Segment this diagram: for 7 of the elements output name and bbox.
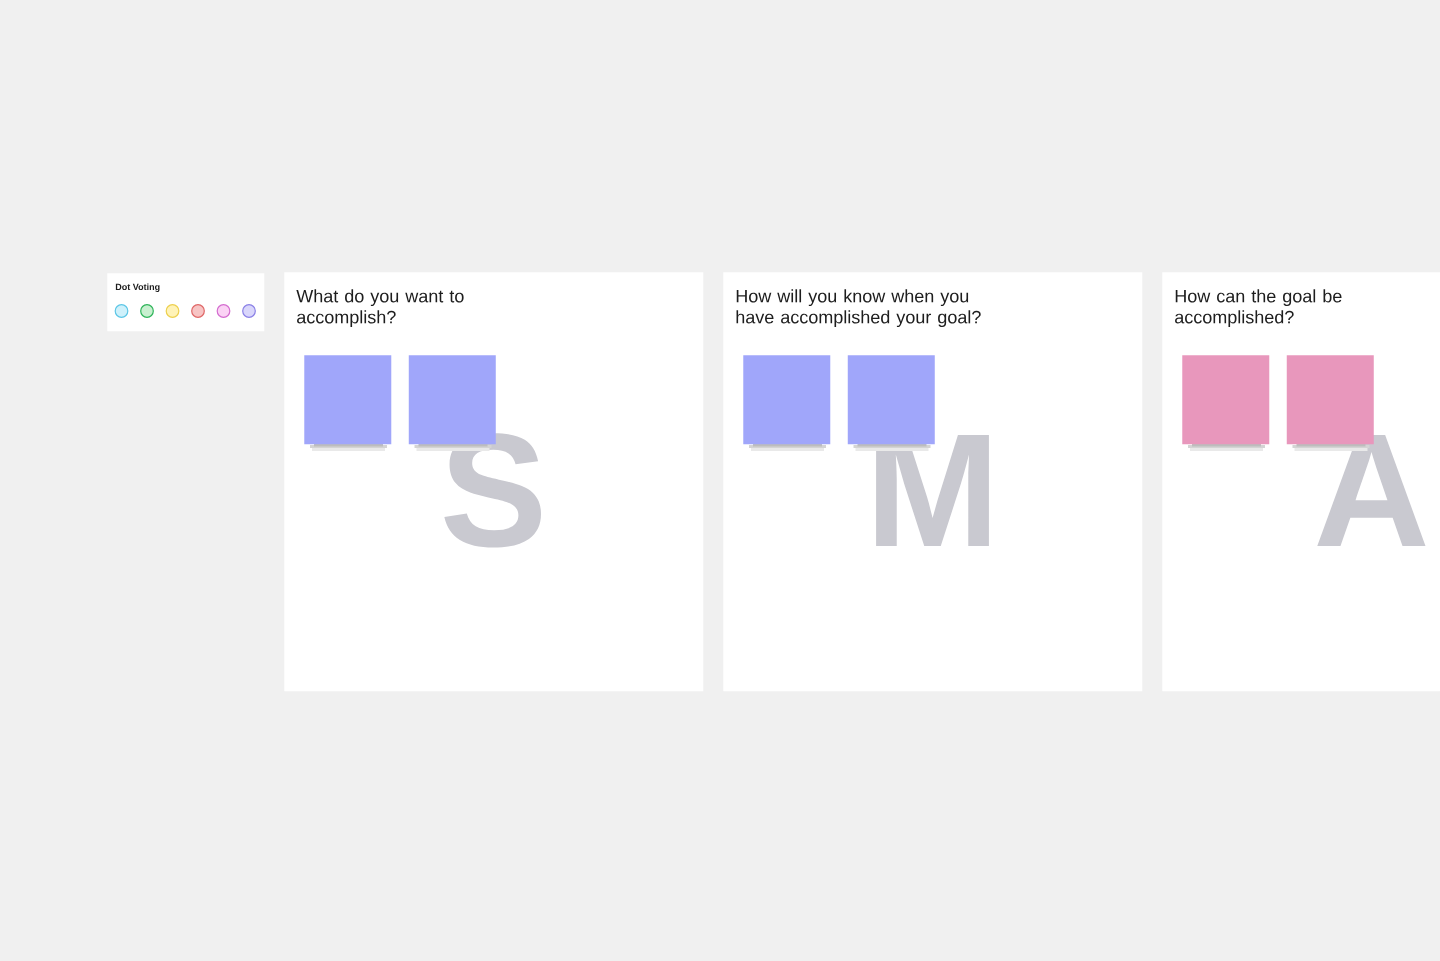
- heading: How can the goal be accomplished?: [1175, 289, 1342, 328]
- sticky-note: [1182, 355, 1270, 451]
- heading: How will you know when you have accomplished your goal?: [736, 289, 981, 328]
- sticky-note: [304, 355, 392, 451]
- panel-title: Dot Voting: [115, 283, 160, 292]
- sticky-note: [743, 355, 831, 451]
- heading: What do you want to accomplish?: [296, 289, 464, 328]
